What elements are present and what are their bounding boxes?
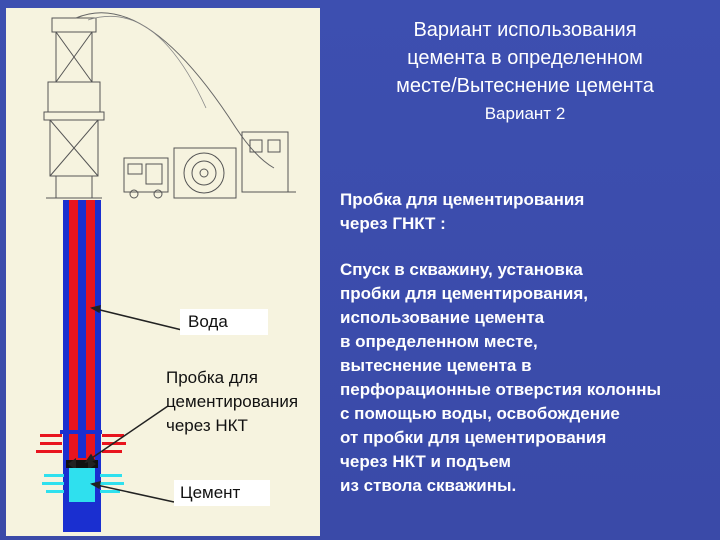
plug-label: Пробка для цементирования через НКТ xyxy=(166,366,298,438)
plug-label-line: цементирования xyxy=(166,392,299,411)
description-line: из ствола скважины. xyxy=(340,476,517,495)
tubing xyxy=(78,200,86,458)
description-line: через НКТ и подъем xyxy=(340,452,511,471)
description-line: с помощью воды, освобождение xyxy=(340,404,620,423)
well-diagram-panel xyxy=(6,8,320,536)
pump-unit-icon xyxy=(123,157,169,199)
description-line: использование цемента xyxy=(340,308,545,327)
description-line: от пробки для цементирования xyxy=(340,428,607,447)
title-line: цемента в определенном xyxy=(407,47,643,69)
section-heading: Пробка для цементирования через ГНКТ : xyxy=(340,188,710,236)
cement-zone xyxy=(69,468,95,502)
slide-subtitle: Вариант 2 xyxy=(484,104,566,123)
plug-label-line: Пробка для xyxy=(166,368,258,387)
water-label: Вода xyxy=(180,309,268,335)
description-line: пробки для цементирования, xyxy=(340,284,589,303)
description-line: в определенном месте, xyxy=(340,332,538,351)
plug-label-line: через НКТ xyxy=(166,416,248,435)
well-diagram xyxy=(36,12,296,532)
derrick-icon xyxy=(43,17,105,199)
well-column xyxy=(60,200,102,532)
perforations-cement xyxy=(42,474,124,493)
description-line: вытеснение цемента в xyxy=(340,356,532,375)
control-cabin-icon xyxy=(241,131,296,193)
cement-label: Цемент xyxy=(174,480,270,506)
slide-title: Вариант использования цемента в определе… xyxy=(330,16,720,100)
heading-line: через ГНКТ : xyxy=(340,214,446,233)
leader-lines xyxy=(84,304,183,503)
cementing-plug xyxy=(66,460,98,468)
description-line: перфорационные отверстия колонны xyxy=(340,380,661,399)
title-line: Вариант использования xyxy=(413,19,637,41)
reel-unit-icon xyxy=(173,147,237,199)
description-line: Спуск в скважину, установка xyxy=(340,260,583,279)
cable-line xyxy=(75,12,275,169)
heading-line: Пробка для цементирования xyxy=(340,190,585,209)
description-text: Спуск в скважину, установка пробки для ц… xyxy=(340,258,720,498)
title-line: месте/Вытеснение цемента xyxy=(396,75,654,97)
